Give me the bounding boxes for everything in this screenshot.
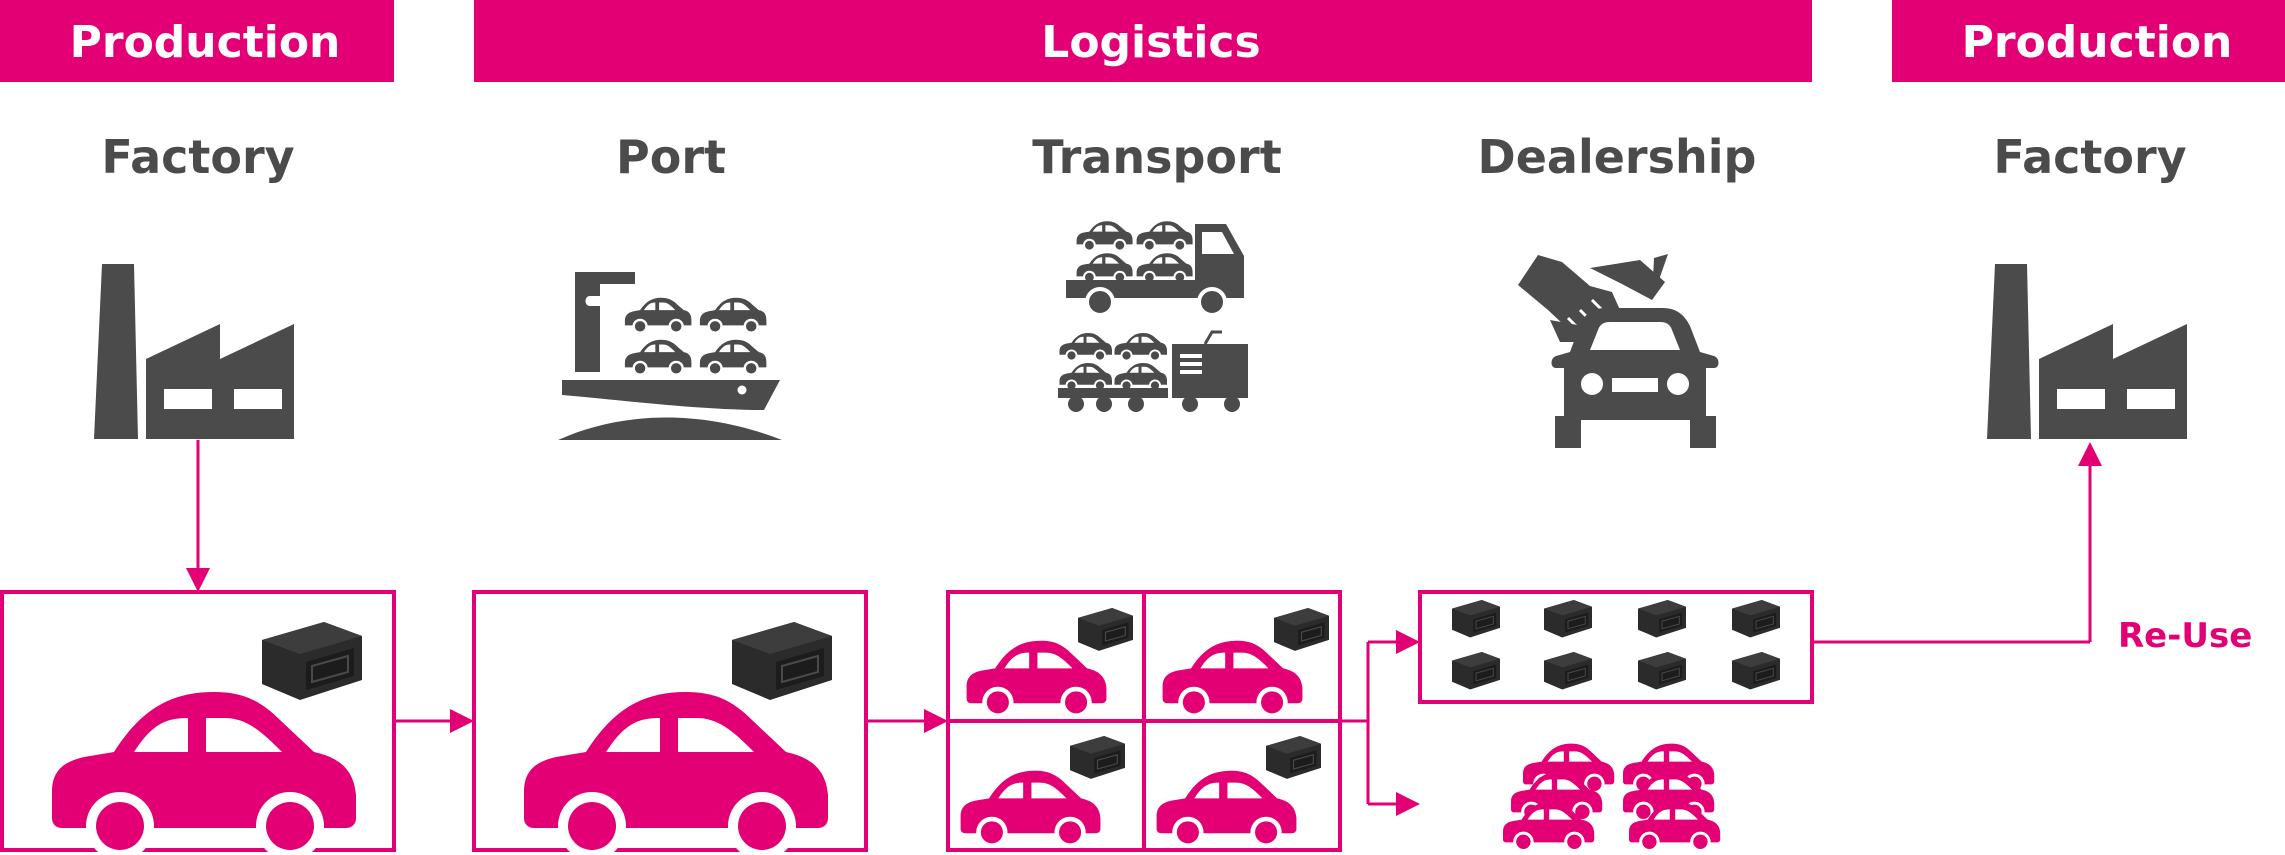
handshake-car-icon — [1518, 254, 1719, 448]
box-transport-cars-grid — [946, 590, 1342, 852]
flow-arrows — [186, 440, 2102, 816]
factory-icon — [1987, 264, 2187, 439]
stage-label-factory-left: Factory — [101, 130, 294, 184]
stage-label-port: Port — [616, 130, 726, 184]
band-production-right: Production — [1892, 0, 2285, 82]
truck-train-icon — [1058, 221, 1248, 412]
band-logistics: Logistics — [474, 0, 1812, 82]
box-port-car-with-device — [472, 590, 868, 855]
factory-icon — [94, 264, 294, 439]
stage-label-dealership: Dealership — [1478, 130, 1757, 184]
band-label: Production — [70, 17, 341, 68]
delivered-cars-group — [1503, 743, 1721, 852]
reuse-label: Re-Use — [2118, 616, 2252, 656]
stage-label-factory-right: Factory — [1993, 130, 2186, 184]
box-factory-car-with-device — [0, 590, 396, 855]
box-collected-devices — [1418, 590, 1814, 704]
band-label: Production — [1962, 17, 2233, 68]
stage-label-transport: Transport — [1032, 130, 1281, 184]
band-production-left: Production — [0, 0, 394, 82]
ship-icon — [558, 272, 782, 440]
band-label: Logistics — [1041, 17, 1260, 68]
